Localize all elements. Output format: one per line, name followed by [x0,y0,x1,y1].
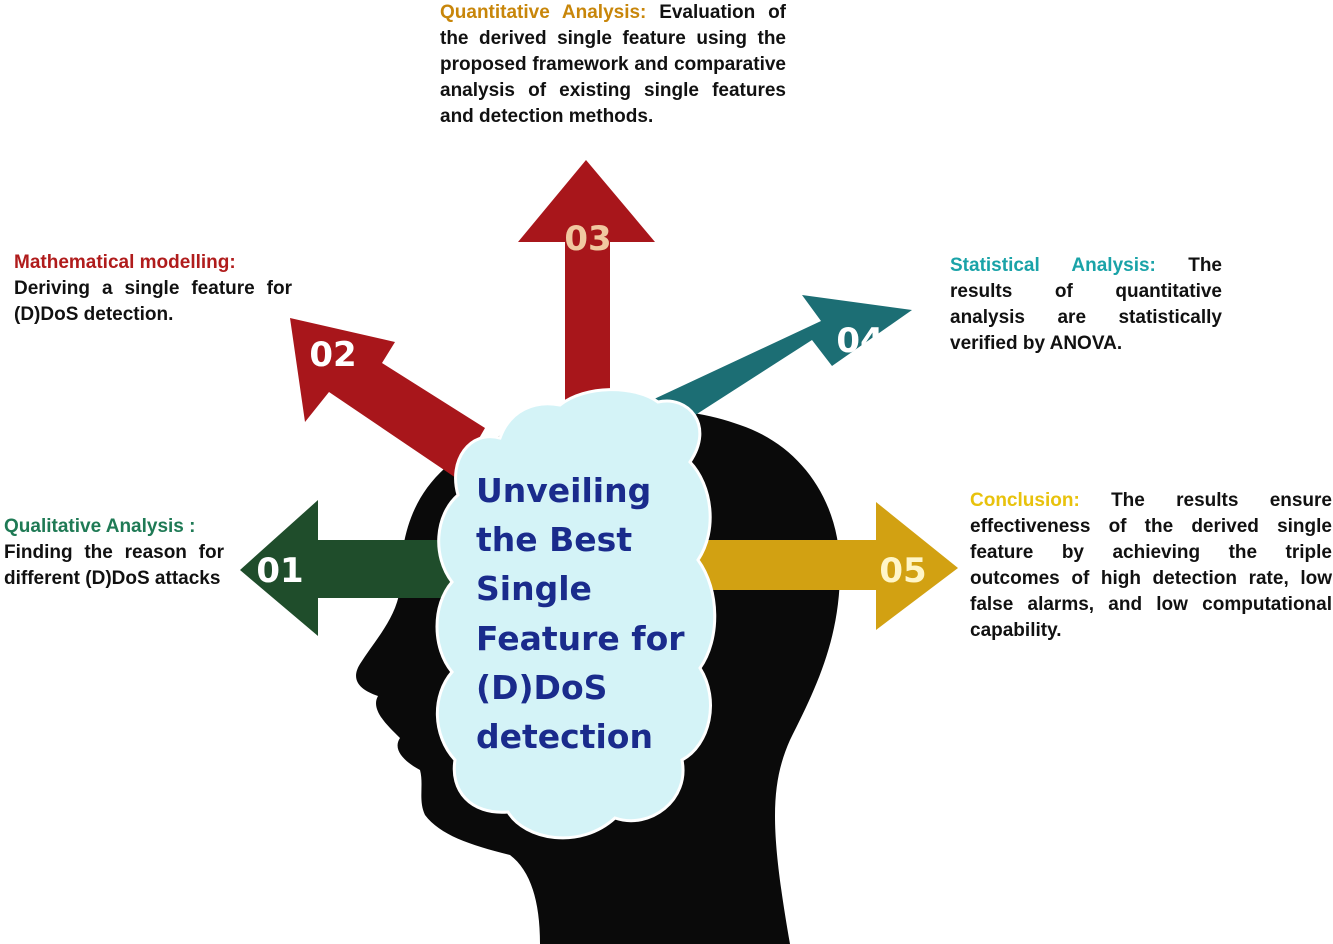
center-line-3: Single [476,569,592,608]
arrow-05-number: 05 [879,551,926,591]
step-05-title: Conclusion: [970,490,1080,511]
step-05-body: The results ensure effectiveness of the … [970,490,1333,641]
step-01-description: Qualitative Analysis : Finding the reaso… [4,514,224,592]
arrow-01-number: 01 [256,551,303,591]
step-03-description: Quantitative Analysis: Evaluation of the… [440,0,786,130]
center-line-1: Unveiling [476,471,651,510]
step-03-title: Quantitative Analysis: [440,2,647,23]
step-04-description: Statistical Analysis: The results of qua… [950,253,1222,357]
arrow-02 [290,318,485,478]
step-05-description: Conclusion: The results ensure effective… [970,488,1332,644]
arrow-02-number: 02 [309,335,356,375]
step-01-title: Qualitative Analysis : [4,516,196,537]
arrow-03 [518,160,655,430]
arrow-04-number: 04 [836,321,883,361]
center-line-6: detection [476,717,653,756]
step-01-body: Finding the reason for different (D)DoS … [4,542,224,589]
center-line-2: the Best [476,520,632,559]
step-02-description: Mathematical modelling: Deriving a singl… [14,250,292,328]
arrow-03-number: 03 [564,219,611,259]
center-line-5: (D)DoS [476,668,607,707]
step-04-body: The results of quantitative analysis are… [950,255,1222,354]
arrow-05 [700,502,958,630]
arrow-01 [240,500,455,636]
step-03-body: Evaluation of the derived single feature… [440,2,786,127]
thought-cloud-icon [435,388,717,840]
step-02-body: Deriving a single feature for (D)DoS det… [14,278,292,325]
step-02-title: Mathematical modelling: [14,252,236,273]
center-line-4: Feature for [476,619,685,658]
step-04-title: Statistical Analysis: [950,255,1156,276]
arrow-04 [652,295,912,430]
